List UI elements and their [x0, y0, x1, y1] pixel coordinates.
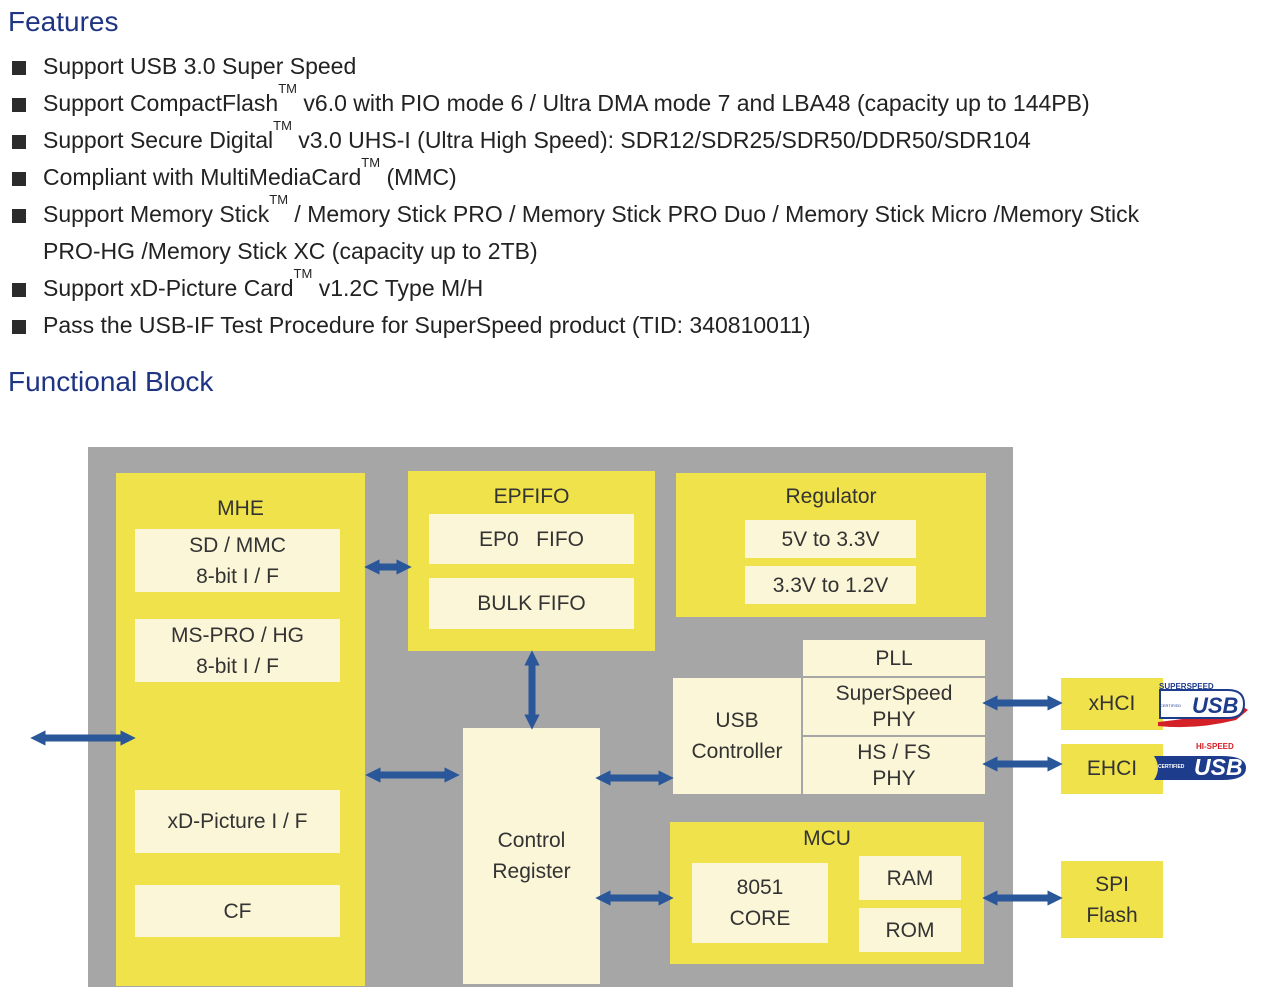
ep0-fifo: EP0 FIFO — [429, 514, 634, 564]
pll-block: PLL — [803, 640, 985, 676]
mcu-title: MCU — [803, 827, 851, 850]
feature-text: Support xD-Picture CardTM v1.2C Type M/H — [43, 266, 484, 301]
feature-text: PRO-HG /Memory Stick XC (capacity up to … — [43, 238, 538, 264]
feature-text: Support USB 3.0 Super Speed — [43, 53, 357, 79]
feature-text: Support CompactFlashTM v6.0 with PIO mod… — [43, 81, 1090, 116]
superspeed-usb-logo: SUPERSPEED CERTIFIED USB — [1156, 682, 1250, 730]
cf-interface: CF — [135, 885, 340, 937]
feature-text: Support Memory StickTM / Memory Stick PR… — [43, 192, 1140, 227]
superspeed-logo-usb-text: USB — [1192, 693, 1239, 718]
bullet-square-icon — [12, 98, 26, 112]
features-heading: Features — [8, 6, 119, 37]
feature-text: Support Secure DigitalTM v3.0 UHS-I (Ult… — [43, 118, 1031, 153]
ehci-host: EHCI — [1061, 744, 1163, 794]
bullet-square-icon — [12, 135, 26, 149]
trademark-mark: TM — [278, 81, 298, 96]
bullet-square-icon — [12, 209, 26, 223]
bullet-square-icon — [12, 320, 26, 334]
trademark-mark: TM — [361, 155, 381, 170]
mhe-title: MHE — [217, 497, 264, 520]
hispeed-logo-top-text: HI-SPEED — [1196, 742, 1234, 751]
ram-block: RAM — [859, 856, 961, 900]
superspeed-logo-small-text: CERTIFIED — [1160, 703, 1182, 708]
bulk-fifo: BULK FIFO — [429, 578, 634, 629]
trademark-mark: TM — [269, 192, 289, 207]
trademark-mark: TM — [273, 118, 292, 133]
functional-block-heading: Functional Block — [8, 366, 214, 397]
hispeed-logo-small-text: CERTIFIED — [1158, 764, 1185, 770]
feature-text: Compliant with MultiMediaCardTM (MMC) — [43, 155, 457, 190]
xd-picture-interface: xD-Picture I / F — [135, 790, 340, 853]
bullet-square-icon — [12, 61, 26, 75]
superspeed-logo-top-text: SUPERSPEED — [1159, 682, 1214, 691]
trademark-mark: TM — [293, 266, 313, 281]
hispeed-logo-usb-text: USB — [1194, 754, 1243, 780]
regulator-3v3-to-1v2: 3.3V to 1.2V — [745, 566, 916, 604]
xhci-host: xHCI — [1061, 678, 1163, 730]
rom-block: ROM — [859, 908, 961, 952]
bullet-square-icon — [12, 283, 26, 297]
bullet-square-icon — [12, 172, 26, 186]
regulator-5v-to-3v3: 5V to 3.3V — [745, 520, 916, 558]
feature-text: Pass the USB-IF Test Procedure for Super… — [43, 312, 811, 338]
epfifo-title: EPFIFO — [493, 485, 570, 508]
hispeed-usb-logo: HI-SPEED CERTIFIED USB — [1152, 742, 1250, 782]
regulator-title: Regulator — [785, 485, 877, 508]
